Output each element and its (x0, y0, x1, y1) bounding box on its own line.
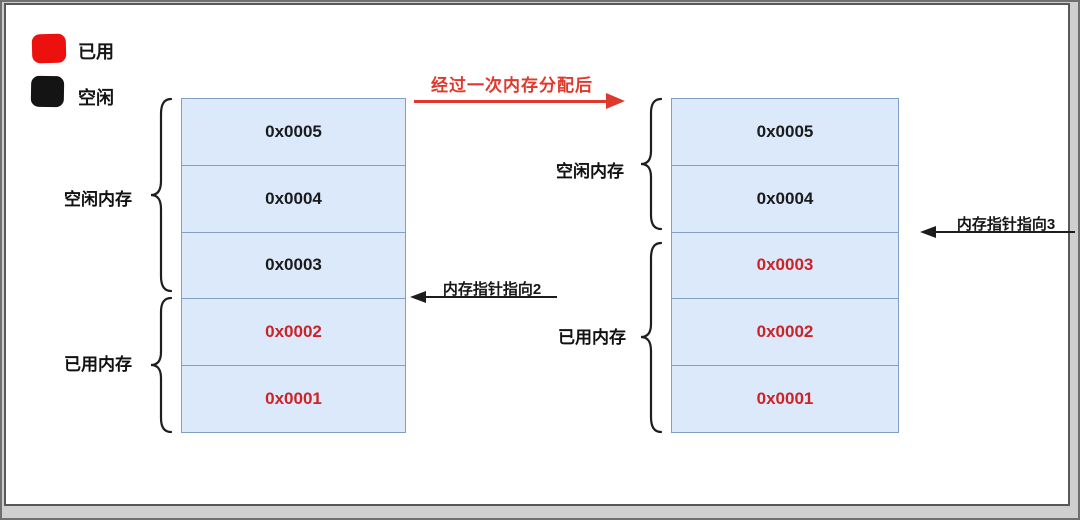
after-pointer-arrowhead-icon (920, 226, 936, 238)
memory-cell-0x0003: 0x0003 (182, 232, 405, 300)
before-pointer-label: 内存指针指向2 (442, 281, 542, 298)
legend-used-label: 已用 (78, 42, 114, 62)
before-pointer-arrowhead-icon (410, 291, 426, 303)
transition-arrow-label: 经过一次内存分配后 (431, 76, 593, 95)
before-free-region-label: 空闲内存 (64, 190, 132, 209)
used-color-swatch-icon (31, 33, 67, 64)
memory-cell-0x0002: 0x0002 (182, 299, 405, 367)
memory-cell-0x0005: 0x0005 (182, 99, 405, 166)
memory-cell-0x0005: 0x0005 (672, 99, 898, 166)
memory-cell-0x0001: 0x0001 (672, 366, 898, 432)
after-used-region-label: 已用内存 (558, 328, 626, 347)
memory-cell-0x0002: 0x0002 (672, 299, 898, 367)
memory-cell-0x0001: 0x0001 (182, 366, 405, 432)
before-pointer-line (425, 296, 557, 298)
free-color-swatch-icon (30, 75, 65, 108)
memory-cell-0x0004: 0x0004 (672, 165, 898, 233)
before-used-region-label: 已用内存 (64, 355, 132, 374)
after-free-region-label: 空闲内存 (556, 162, 624, 181)
memory-cell-0x0004: 0x0004 (182, 165, 405, 233)
before-free-brace (150, 97, 173, 293)
after-pointer-line (935, 231, 1075, 233)
legend-free-label: 空闲 (78, 88, 114, 108)
memory-cell-0x0003: 0x0003 (672, 232, 898, 300)
transition-arrowhead-icon (606, 93, 625, 109)
after-pointer-label: 内存指针指向3 (956, 216, 1056, 233)
before-used-brace (150, 296, 173, 434)
after-used-brace (640, 241, 663, 434)
after-free-brace (640, 97, 663, 231)
transition-arrow-line (414, 100, 608, 103)
